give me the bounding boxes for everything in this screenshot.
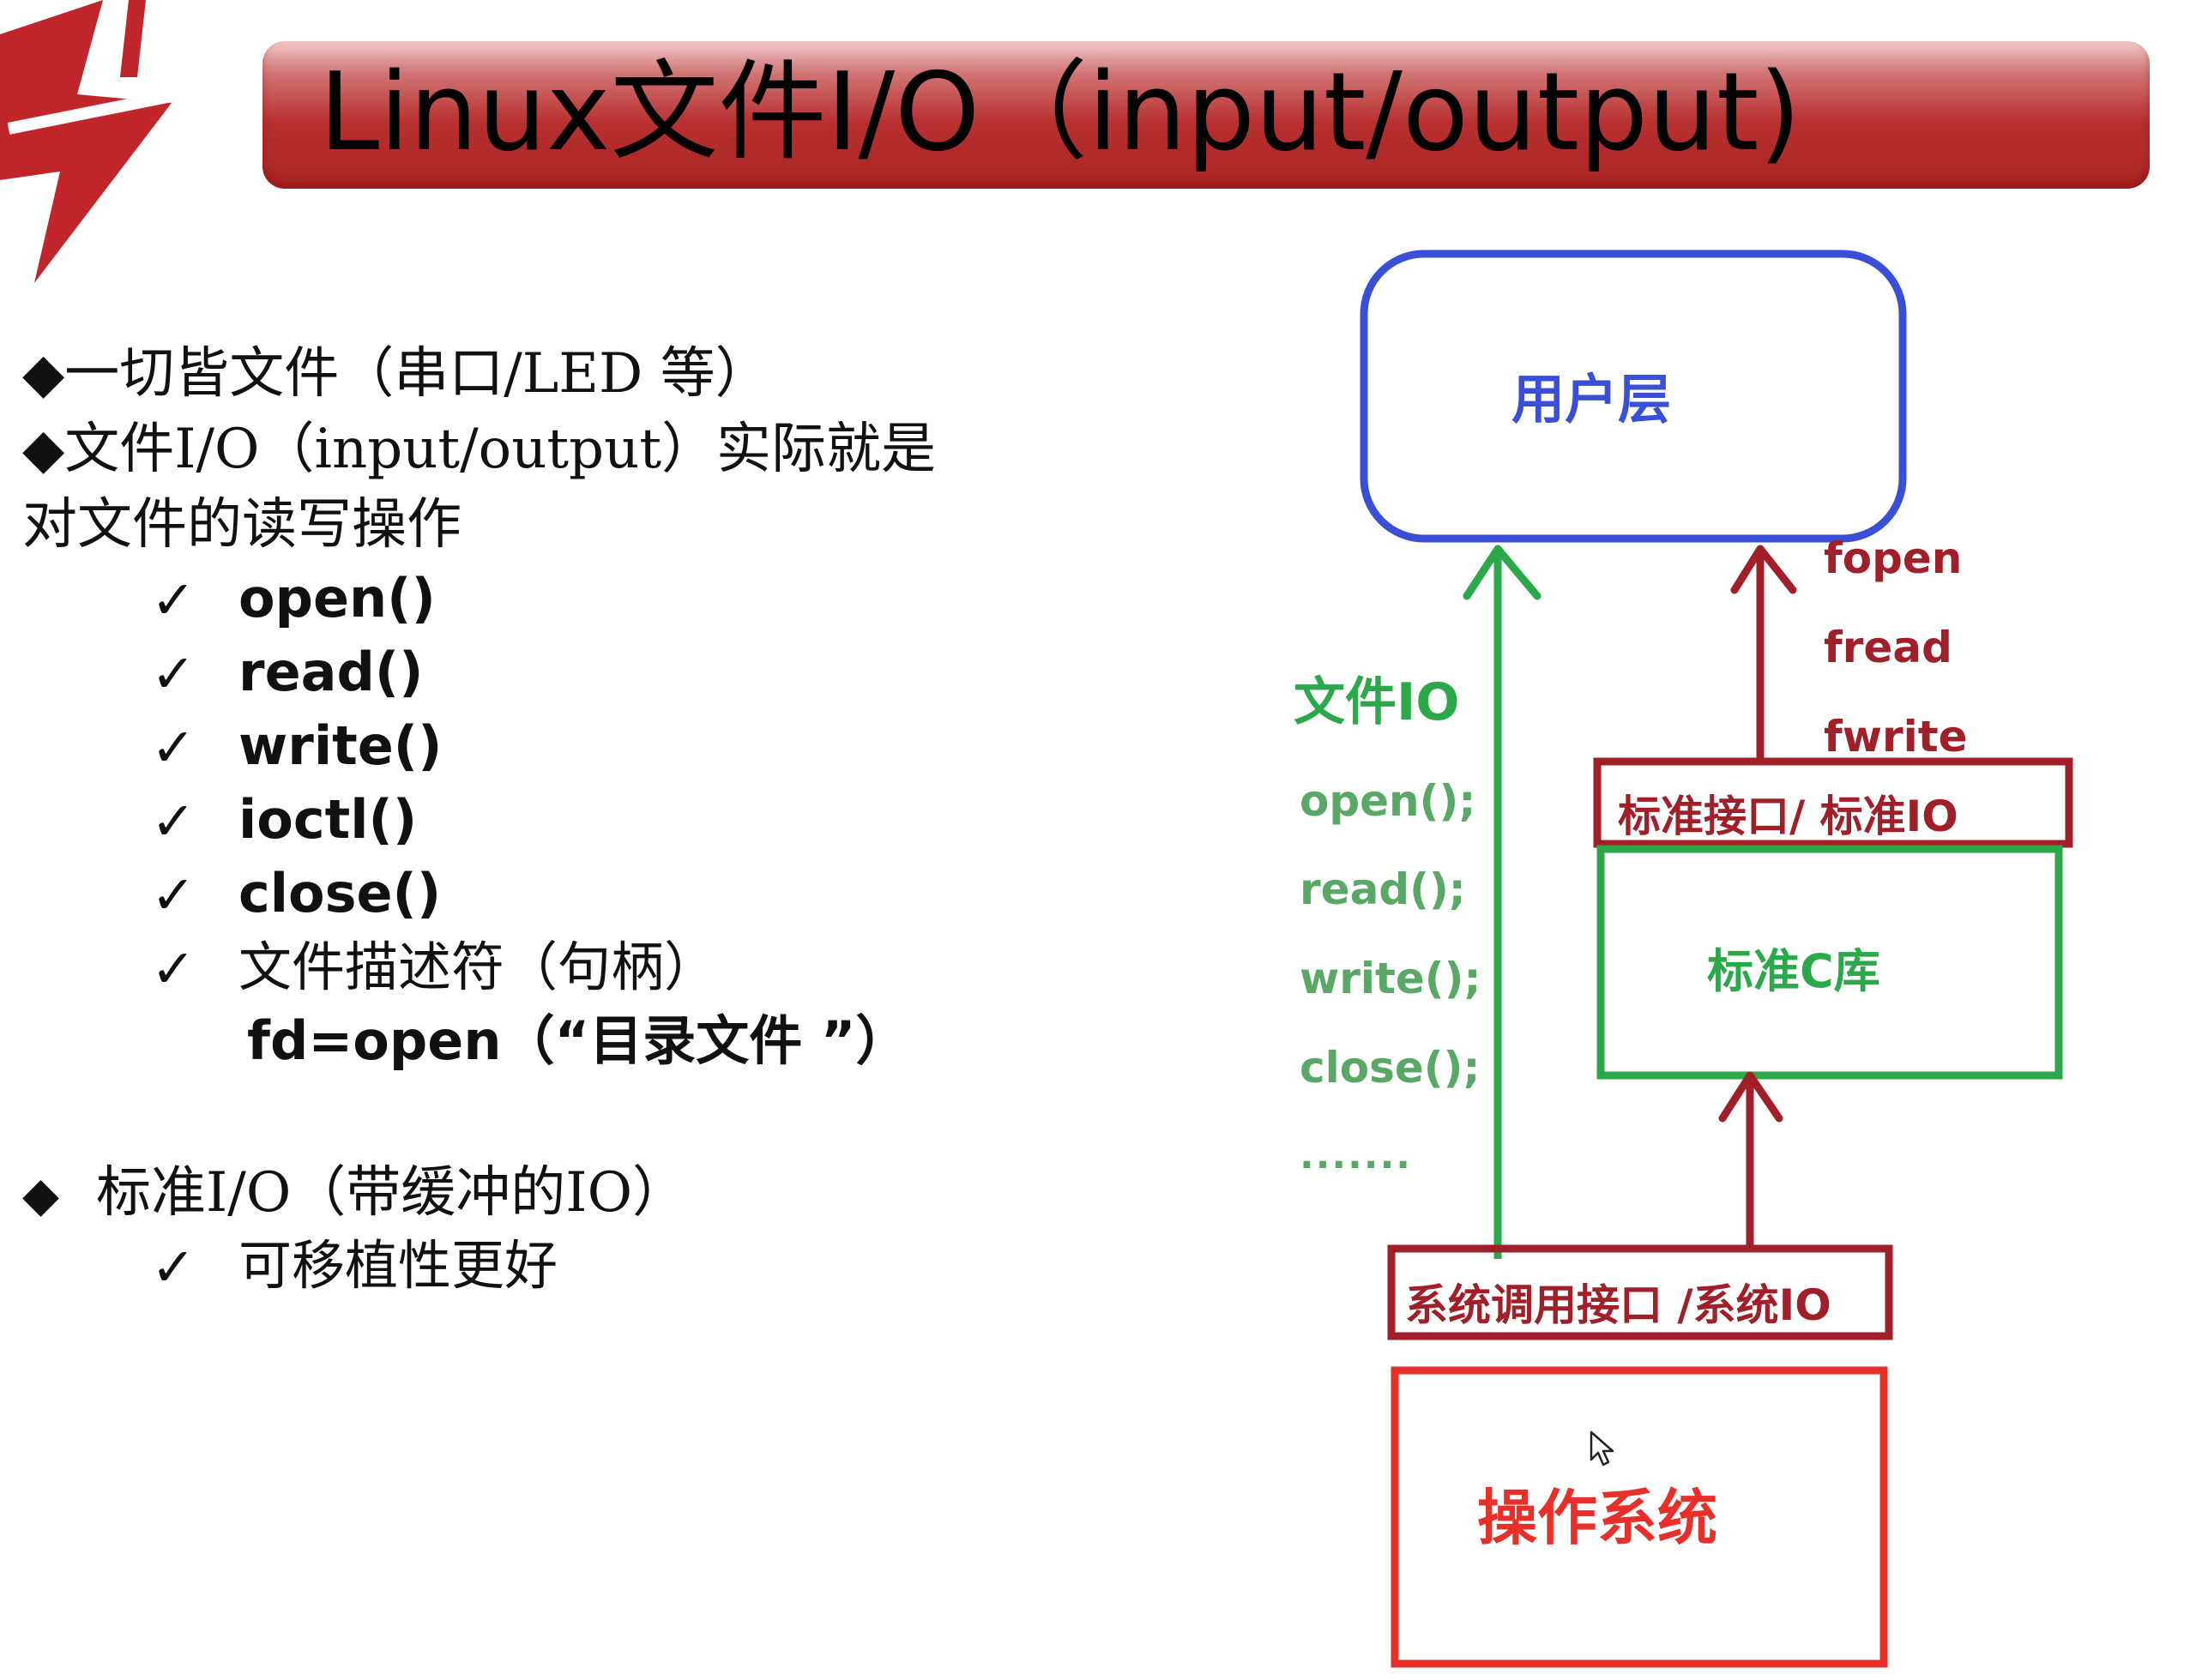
func-item: ioctl(): [238, 788, 418, 851]
file-io-func: read();: [1300, 864, 1466, 914]
bullet-file-io-cont: 对文件的读写操作: [22, 490, 462, 560]
user-layer-box: [1360, 250, 1907, 543]
func-item: open(): [238, 567, 436, 629]
file-io-label: 文件IO: [1294, 672, 1460, 732]
file-io-arrowhead: [1463, 545, 1541, 600]
page-title: Linux文件I/O（input/output): [319, 49, 1801, 175]
os-label: 操作系统: [1477, 1483, 1717, 1553]
bullet-text: ◆文件I/O（input/output）实际就是: [22, 418, 937, 481]
file-io-func: write();: [1300, 954, 1481, 1003]
bullet-text: 标准I/O（带缓冲的IO）: [96, 1161, 688, 1225]
syscall-interface-label: 系统调用接口 /系统IO: [1405, 1280, 1831, 1330]
std-io-arrowhead: [1730, 545, 1797, 594]
func-item: close(): [238, 862, 442, 924]
std-c-lib-label: 标准C库: [1707, 944, 1880, 998]
check-icon: ✓: [151, 569, 196, 631]
std-c-lib-box: [1596, 845, 2063, 1080]
bullet-standard-io: ◆ 标准I/O（带缓冲的IO）: [22, 1158, 687, 1231]
bullet-text: ◆一切皆文件（串口/LED 等）: [22, 342, 770, 406]
std-func: fwrite: [1824, 712, 1968, 762]
portability-item: 可移植性更好: [238, 1234, 558, 1297]
check-icon: ✓: [151, 790, 196, 852]
file-io-func: open();: [1300, 776, 1476, 826]
check-icon: ✓: [151, 864, 196, 926]
std-func: fread: [1824, 623, 1952, 672]
std-interface-box: [1593, 757, 2073, 848]
check-icon: ✓: [151, 642, 196, 705]
syscall-interface-box: [1387, 1244, 1893, 1340]
fd-label: 文件描述符（句柄）: [238, 936, 718, 998]
bullet-text: 对文件的读写操作: [22, 493, 462, 557]
logo-icon: [0, 0, 182, 283]
user-layer-label: 用户层: [1511, 368, 1672, 431]
mouse-cursor-icon: [1590, 1430, 1614, 1466]
diamond-icon: ◆: [22, 1167, 60, 1223]
std-interface-label: 标准接口/ 标准IO: [1618, 792, 1958, 841]
title-bar: Linux文件I/O（input/output): [262, 41, 2150, 189]
fd-example: fd=open（“目录文件 ”）: [247, 1009, 909, 1072]
os-box: [1391, 1366, 1888, 1668]
bullet-everything-is-file: ◆一切皆文件（串口/LED 等）: [22, 339, 770, 409]
check-icon: ✓: [151, 1236, 196, 1298]
file-io-func: close();: [1300, 1043, 1481, 1093]
func-item: write(): [238, 714, 443, 777]
check-icon: ✓: [151, 937, 196, 1000]
bullet-file-io: ◆文件I/O（input/output）实际就是: [22, 414, 936, 485]
syscall-arrowhead: [1718, 1071, 1783, 1123]
func-item: read(): [238, 641, 424, 703]
std-func: fopen: [1824, 533, 1963, 583]
file-io-ellipsis: .......: [1300, 1134, 1413, 1177]
check-icon: ✓: [151, 716, 196, 779]
